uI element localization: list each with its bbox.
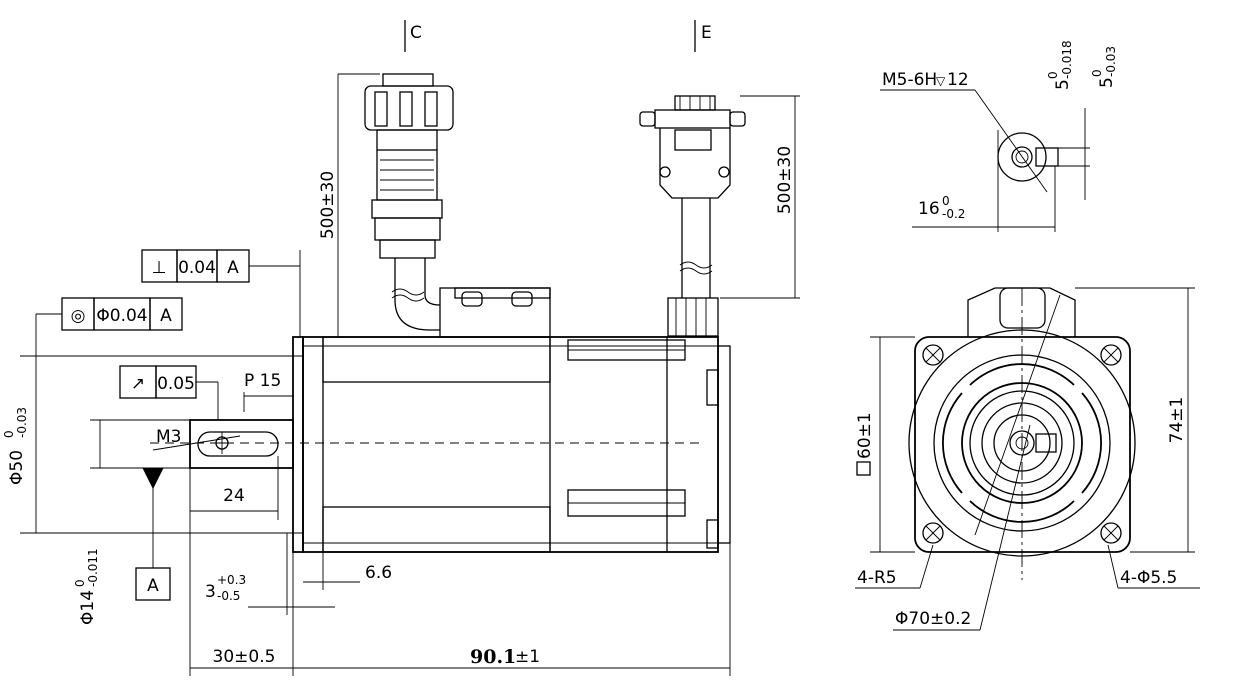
shaft-end-detail: M5-6H ▽ 12 5 0 -0.018 5 0 -0.03 16 0 -0.… <box>880 40 1118 232</box>
svg-text:-0.011: -0.011 <box>86 548 100 587</box>
shaft-thread-label: M3 <box>156 427 181 447</box>
svg-text:0: 0 <box>2 430 16 438</box>
fcf-concentricity: ◎ Φ0.04 A <box>35 297 183 356</box>
corner-radius-label: 4-R5 <box>857 568 897 588</box>
svg-text:M5-6H: M5-6H <box>882 70 937 90</box>
svg-text:5: 5 <box>1053 79 1073 90</box>
svg-text:A: A <box>160 306 172 326</box>
key-pitch-dim: P 15 <box>244 371 281 391</box>
svg-text:0.04: 0.04 <box>178 258 216 278</box>
flange-plate <box>292 336 304 553</box>
svg-text:A: A <box>227 258 239 278</box>
pilot-depth-dim: 3 +0.3 -0.5 <box>205 573 246 603</box>
pilot-dia-dim: Φ50 0 -0.03 <box>2 407 29 485</box>
power-cable-length: 500±30 <box>318 171 338 239</box>
front-view: 60±1 74±1 4-R5 4-Φ5.5 Φ70±0.2 <box>855 287 1200 631</box>
svg-text:▽: ▽ <box>936 74 946 88</box>
svg-text:↗: ↗ <box>131 374 145 394</box>
svg-text:±1: ±1 <box>515 647 540 667</box>
shaft-length-dim: 30±0.5 <box>213 647 276 667</box>
key-depth-dim: 16 0 -0.2 <box>918 194 965 221</box>
keyway <box>197 431 279 457</box>
square-dim: 60±1 <box>855 412 875 476</box>
svg-text:-0.03: -0.03 <box>1104 46 1118 77</box>
end-thread-label: M5-6H ▽ 12 <box>882 70 969 90</box>
shaft-dia-dim: Φ14 0 -0.011 <box>73 548 100 625</box>
svg-text:-0.03: -0.03 <box>15 407 29 438</box>
mounting-holes <box>922 344 1122 544</box>
terminal-box <box>439 287 551 338</box>
svg-text:0: 0 <box>942 194 950 208</box>
svg-text:12: 12 <box>947 70 969 90</box>
encoder-connector <box>639 95 746 337</box>
svg-text:90.1: 90.1 <box>470 646 516 668</box>
encoder-cable-length: 500±30 <box>775 146 795 214</box>
svg-text:0: 0 <box>1046 71 1060 79</box>
svg-text:5: 5 <box>1097 77 1117 88</box>
svg-text:3: 3 <box>205 582 216 602</box>
key-width-b-dim: 5 0 -0.03 <box>1090 46 1118 88</box>
svg-text:-0.018: -0.018 <box>1060 40 1074 79</box>
svg-text:-0.5: -0.5 <box>217 589 240 603</box>
motor-body <box>302 336 719 553</box>
fcf-perpendicularity: ⊥ 0.04 A <box>141 249 301 337</box>
key-width-a-dim: 5 0 -0.018 <box>1046 40 1074 90</box>
svg-text:60±1: 60±1 <box>855 412 875 459</box>
svg-text:Φ14: Φ14 <box>78 590 98 625</box>
power-connector <box>364 73 454 331</box>
svg-text:◎: ◎ <box>71 306 86 326</box>
height-dim: 74±1 <box>1167 397 1187 444</box>
view-label-e: E <box>701 23 712 43</box>
svg-text:+0.3: +0.3 <box>217 573 246 587</box>
svg-text:⊥: ⊥ <box>152 258 167 278</box>
fcf-runout: ↗ 0.05 <box>119 365 219 420</box>
datum-triangle <box>142 467 164 490</box>
svg-text:Φ0.04: Φ0.04 <box>96 306 147 326</box>
svg-text:0: 0 <box>73 579 87 587</box>
svg-text:Φ50: Φ50 <box>7 450 27 485</box>
bolt-circle-label: Φ70±0.2 <box>895 609 971 629</box>
view-label-c: C <box>410 23 422 43</box>
key-length-dim: 24 <box>223 486 245 506</box>
svg-text:16: 16 <box>918 199 940 219</box>
flange-thk-dim: 6.6 <box>365 563 392 583</box>
svg-text:0.05: 0.05 <box>157 374 195 394</box>
holes-label: 4-Φ5.5 <box>1120 568 1177 588</box>
body-length-dim: 90.1 ±1 <box>470 646 540 668</box>
svg-text:0: 0 <box>1090 69 1104 77</box>
side-view: C E 500±30 500±30 ⊥ 0.04 A ◎ Φ0.04 <box>2 20 800 676</box>
svg-text:-0.2: -0.2 <box>942 207 965 221</box>
datum-label: A <box>147 576 159 596</box>
